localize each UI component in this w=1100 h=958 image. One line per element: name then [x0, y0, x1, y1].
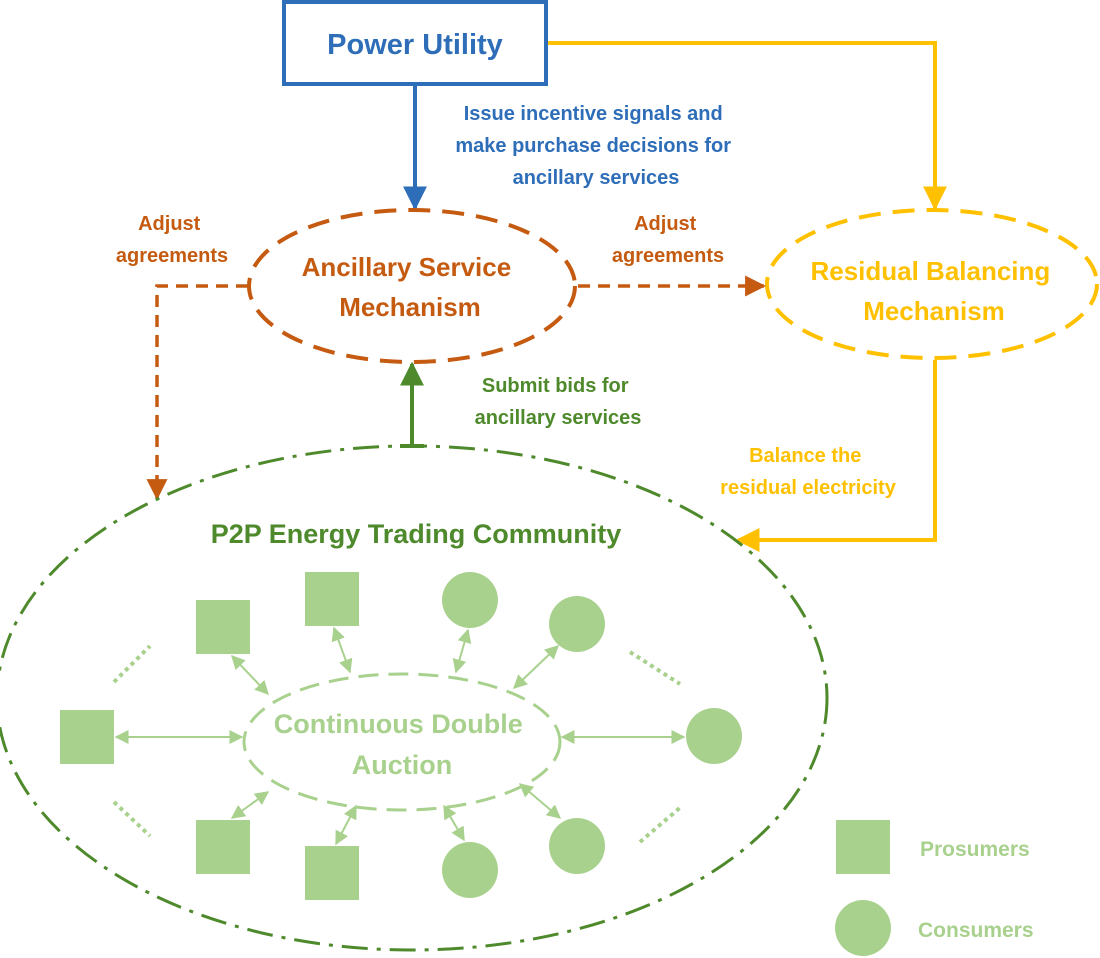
legend-consumer-circle: [835, 900, 891, 956]
power-utility-label: Power Utility: [327, 29, 503, 61]
p2p-community-label: P2P Energy Trading Community: [211, 519, 622, 549]
more-dots: [628, 650, 682, 686]
more-dots: [112, 800, 152, 838]
legend-consumers-label: Consumers: [918, 919, 1034, 942]
link-arrow: [518, 783, 562, 819]
consumer-circle: [549, 818, 605, 874]
legend-prosumers-label: Prosumers: [920, 838, 1030, 861]
link-arrow: [452, 628, 472, 674]
more-dots: [112, 644, 152, 684]
power-utility-box: [282, 0, 548, 86]
adjust-agreements-left-label: Adjust agreements: [116, 213, 228, 267]
consumer-circle: [442, 842, 498, 898]
auction-label: Continuous Double Auction: [274, 709, 530, 780]
consumer-circle: [442, 572, 498, 628]
residual-balancing-label: Residual Balancing Mechanism: [810, 256, 1057, 326]
adjust-agreements-right-label: Adjust agreements: [612, 213, 724, 267]
prosumer-square: [305, 572, 359, 626]
link-arrow: [231, 654, 269, 696]
ancillary-service-ellipse: [247, 208, 577, 364]
more-dots: [638, 804, 684, 844]
prosumer-square: [60, 710, 114, 764]
utility-to-residual-arrow: [548, 41, 947, 211]
balance-residual-label: Balance the residual electricity: [720, 445, 897, 499]
p2p-community-ellipse: [0, 444, 829, 952]
prosumer-square: [196, 600, 250, 654]
consumer-circle: [549, 596, 605, 652]
link-arrow: [230, 791, 270, 819]
link-arrow: [512, 645, 560, 689]
legend-prosumer-square: [836, 820, 890, 874]
link-arrow: [331, 626, 353, 674]
prosumer-square: [305, 846, 359, 900]
link-arrow: [443, 804, 465, 842]
prosumer-square: [196, 820, 250, 874]
ancillary-to-community-arrow: [146, 284, 248, 501]
link-arrow: [335, 804, 357, 846]
issue-signals-label: Issue incentive signals and make purchas…: [455, 103, 736, 189]
ancillary-service-label: Ancillary Service Mechanism: [302, 252, 519, 322]
submit-bids-label: Submit bids for ancillary services: [475, 375, 642, 429]
residual-balancing-ellipse: [765, 208, 1099, 360]
auction-ellipse: [242, 672, 562, 812]
consumer-circle: [686, 708, 742, 764]
residual-to-community-arrow: [735, 360, 937, 552]
